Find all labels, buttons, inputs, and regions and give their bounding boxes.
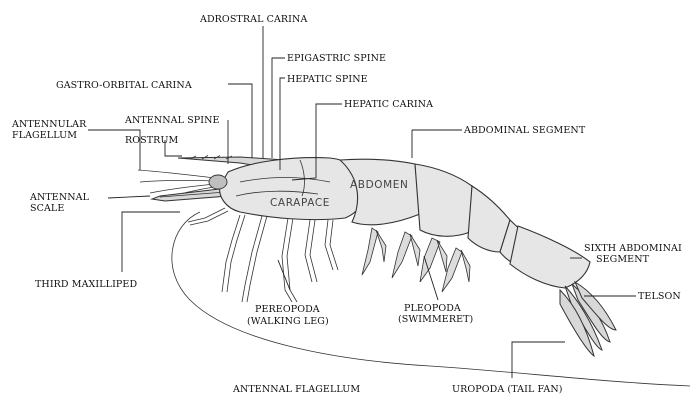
label-pleopoda-1: PLEOPODA — [404, 303, 461, 314]
label-abdominal-segment: ABDOMINAL SEGMENT — [463, 125, 586, 136]
label-antennal-scale-2: SCALE — [30, 203, 64, 214]
label-uropoda: UROPODA (TAIL FAN) — [452, 384, 563, 395]
label-telson: TELSON — [638, 291, 681, 302]
sixth-abdominal-segment — [510, 226, 590, 288]
label-adrostral-carina: ADROSTRAL CARINA — [199, 14, 307, 25]
label-hepatic-carina: HEPATIC CARINA — [344, 99, 433, 110]
label-pereopoda-2: (WALKING LEG) — [247, 316, 329, 327]
pleopods — [362, 228, 470, 292]
antennal-flagellum-whip — [172, 212, 690, 386]
carapace — [220, 158, 365, 220]
label-sixth-abdominal-2: SEGMENT — [596, 254, 650, 265]
carapace-text: CARAPACE — [270, 197, 330, 209]
label-pereopoda-1: PEREOPODA — [255, 304, 320, 315]
label-third-maxilliped: THIRD MAXILLIPED — [35, 279, 137, 290]
abdomen-text: ABDOMEN — [350, 179, 408, 191]
label-antennular-flagellum-1: ANTENNULAR — [11, 119, 87, 130]
label-pleopoda-2: (SWIMMERET) — [398, 314, 473, 325]
tail-fan — [560, 282, 616, 356]
label-antennal-spine: ANTENNAL SPINE — [124, 115, 220, 126]
label-antennular-flagellum-2: FLAGELLUM — [12, 130, 77, 141]
label-antennal-flagellum: ANTENNAL FLAGELLUM — [232, 384, 360, 395]
label-rostrum: ROSTRUM — [125, 135, 179, 146]
label-hepatic-spine: HEPATIC SPINE — [287, 74, 368, 85]
label-epigastric-spine: EPIGASTRIC SPINE — [287, 53, 386, 64]
label-antennal-scale-1: ANTENNAL — [29, 192, 90, 203]
pereopods — [188, 208, 338, 302]
label-sixth-abdominal-1: SIXTH ABDOMINAI — [584, 243, 682, 254]
label-gastro-orbital-carina: GASTRO-ORBITAL CARINA — [56, 80, 192, 91]
eye — [209, 175, 227, 189]
